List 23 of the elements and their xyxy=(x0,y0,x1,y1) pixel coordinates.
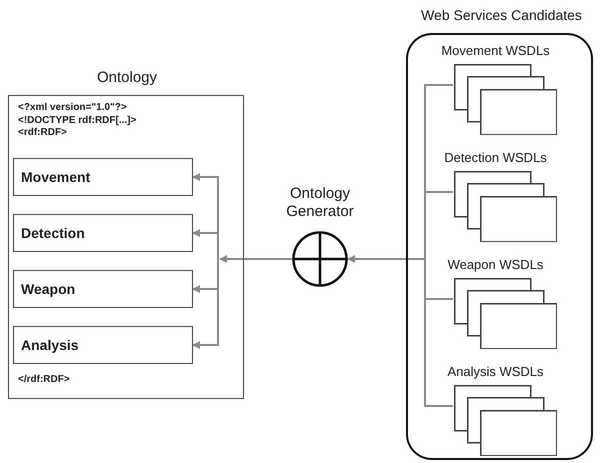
class-box xyxy=(13,158,193,196)
class-name: Weapon xyxy=(21,281,76,297)
class-box xyxy=(13,214,193,252)
class-box xyxy=(13,326,193,364)
connector-trunk xyxy=(347,255,425,263)
panel-title: Web Services Candidates xyxy=(420,7,583,23)
connector xyxy=(192,259,219,349)
class-box xyxy=(13,270,193,308)
generator-label: Ontology Generator xyxy=(285,185,355,221)
class-name: Analysis xyxy=(21,337,79,353)
xml-header-text: <?xml version="1.0"?> <!DOCTYPE rdf:RDF[...]> <rdf:RDF> xyxy=(18,102,138,140)
class-name: Detection xyxy=(21,225,85,241)
connector-trunk xyxy=(219,255,292,263)
connector xyxy=(192,229,219,259)
class-name: Movement xyxy=(21,169,90,185)
box-title: Ontology xyxy=(96,69,158,86)
stack-label: Weapon WSDLs xyxy=(446,257,544,272)
xml-closing-tag: </rdf:RDF> xyxy=(18,374,70,385)
stack-label: Movement WSDLs xyxy=(440,43,551,58)
stack-label: Detection WSDLs xyxy=(443,150,548,165)
connector xyxy=(424,259,453,407)
stack-label: Analysis WSDLs xyxy=(446,364,545,379)
connector xyxy=(424,191,453,259)
